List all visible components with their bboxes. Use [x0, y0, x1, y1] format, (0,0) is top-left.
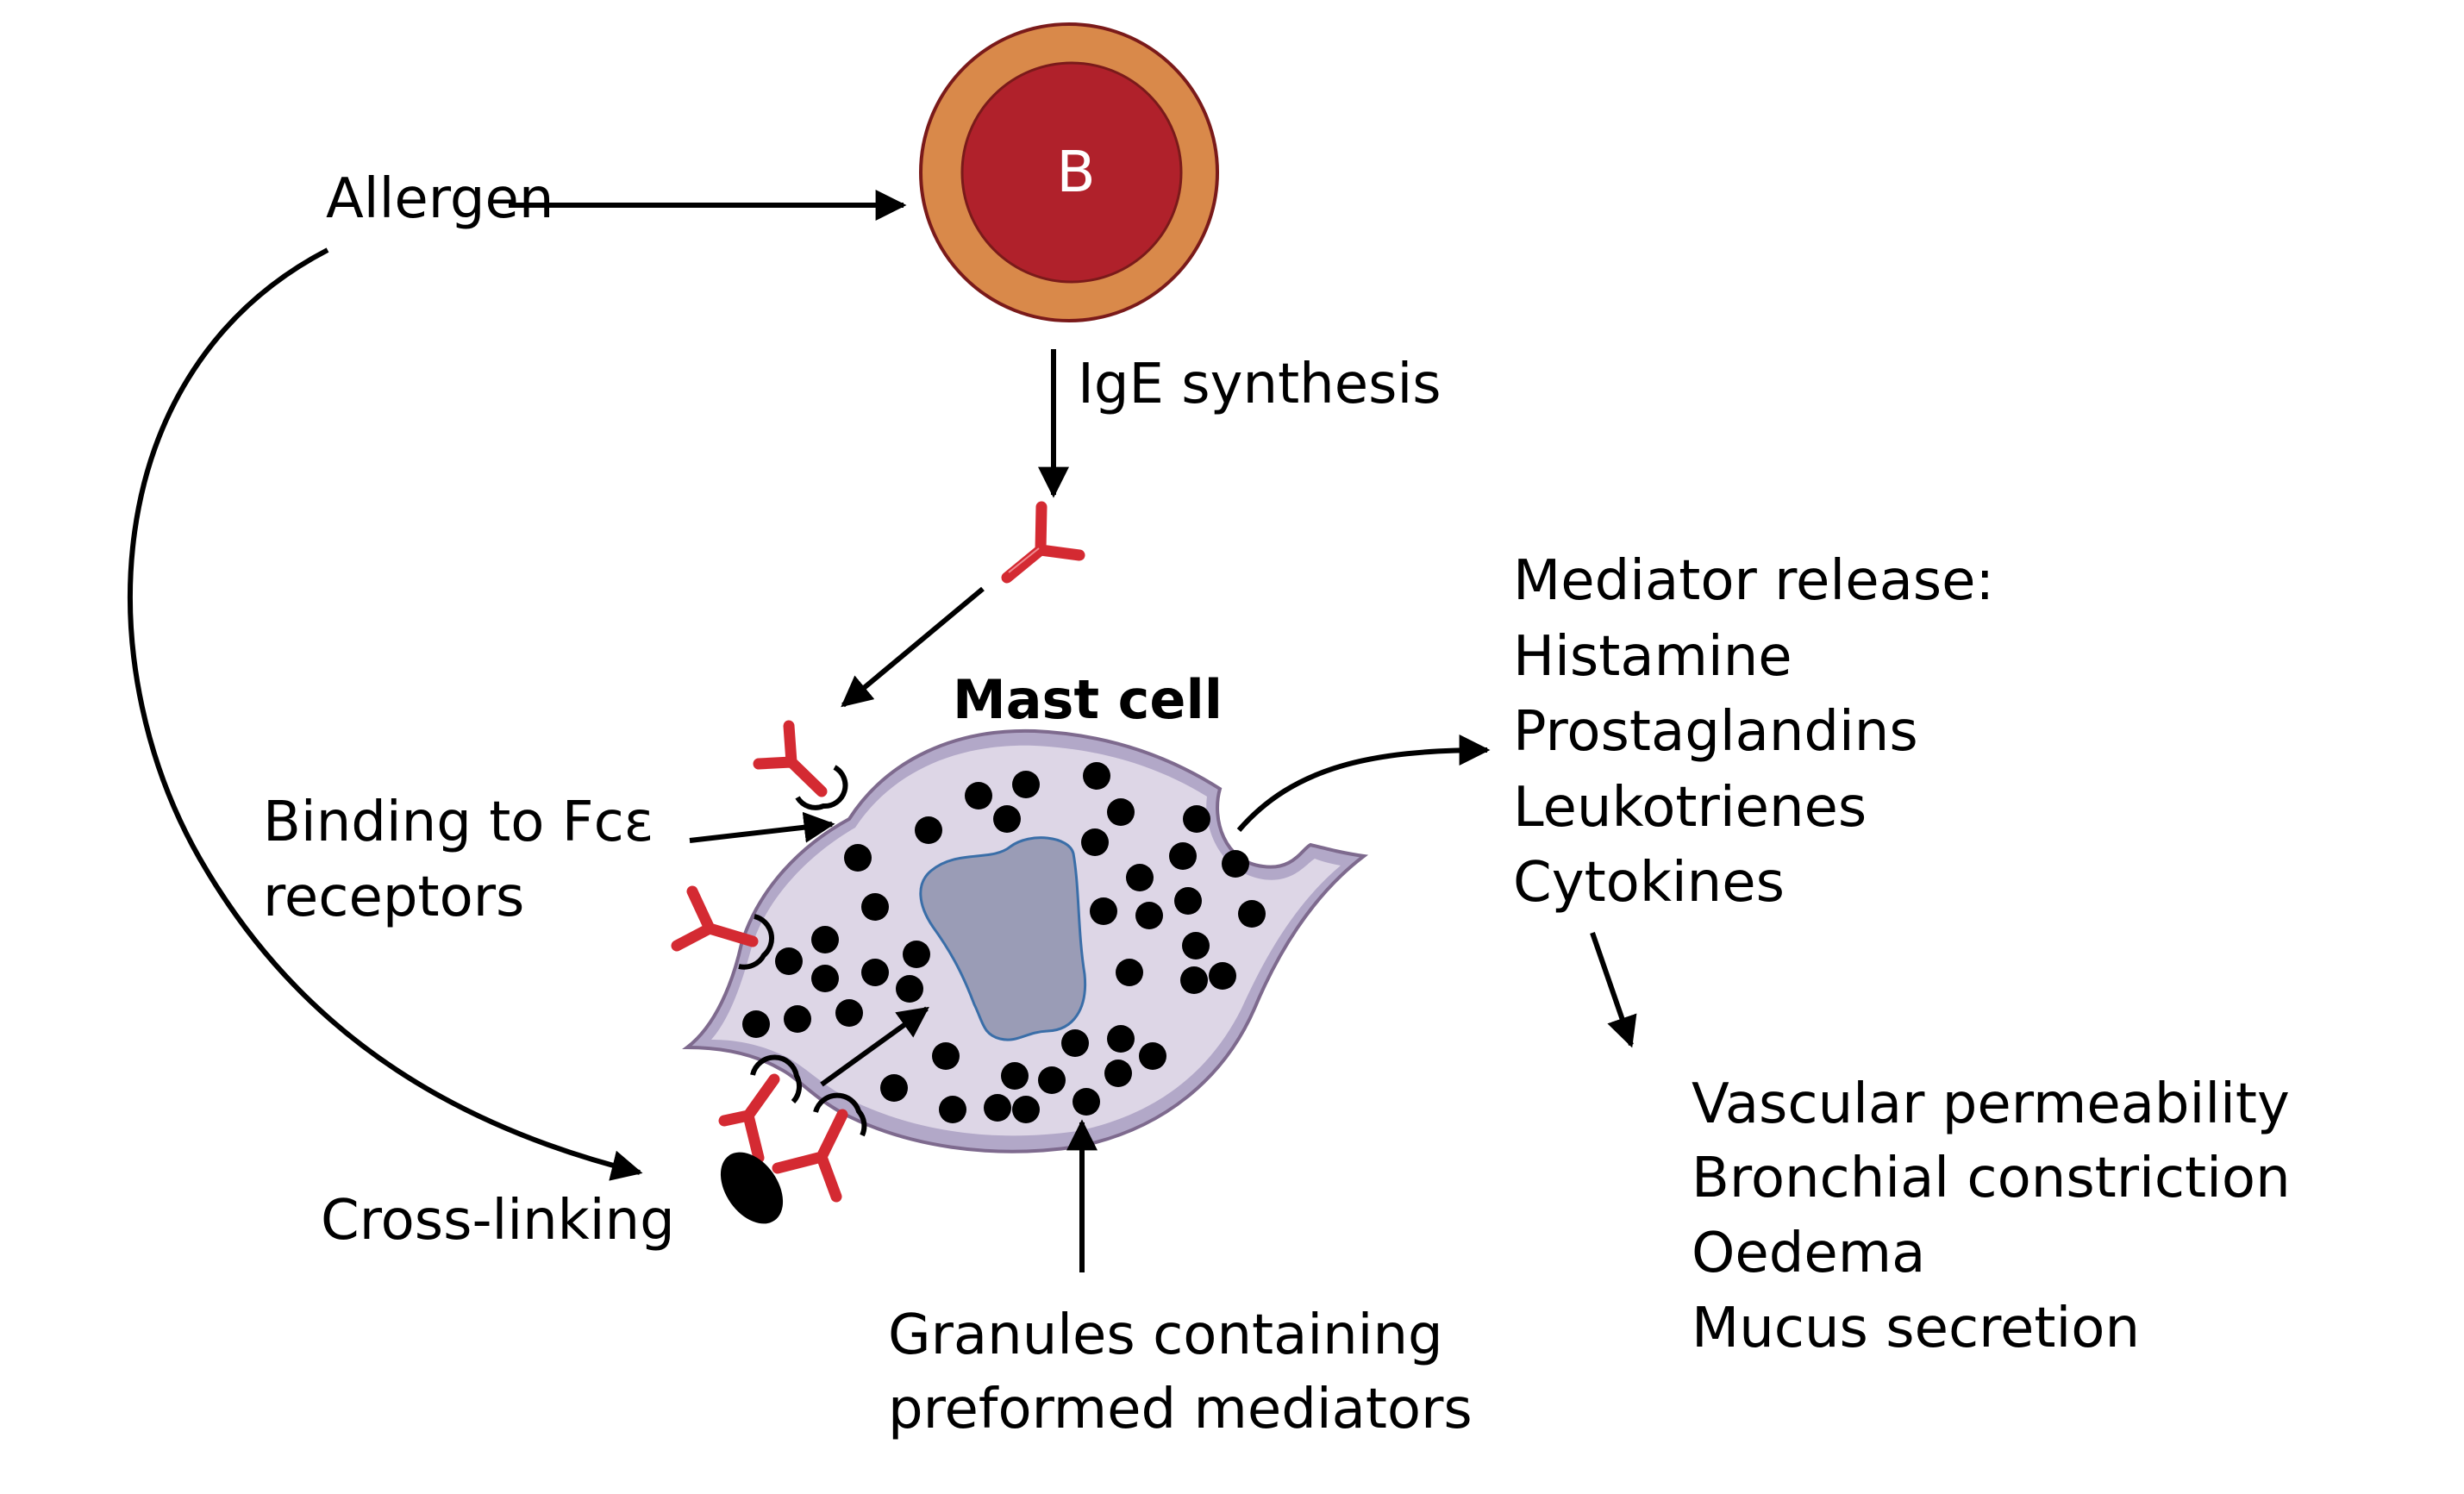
granule-icon [1126, 864, 1154, 891]
allergen-particle-icon [720, 1152, 784, 1224]
mediator-item: Cytokines [1513, 851, 1785, 915]
granule-icon [1083, 762, 1110, 790]
mediator-release-list: Mediator release: Histamine Prostaglandi… [1513, 549, 1994, 915]
effect-item: Mucus secretion [1692, 1297, 2140, 1360]
granule-icon [915, 816, 942, 844]
granule-icon [1104, 1060, 1132, 1087]
granule-icon [984, 1094, 1011, 1122]
granule-icon [861, 893, 889, 921]
granules [742, 762, 1266, 1123]
ige-antibody-icon [772, 1109, 848, 1203]
granule-icon [1182, 932, 1210, 960]
effect-item: Bronchial constriction [1692, 1147, 2291, 1210]
ige-to-mastcell-arrow [841, 586, 985, 708]
effects-list: Vascular permeability Bronchial constric… [1692, 1072, 2291, 1360]
granule-icon [1081, 828, 1109, 856]
ige-antibody-icon [718, 1073, 780, 1164]
granule-icon [1107, 1025, 1135, 1053]
granule-icon [1012, 771, 1040, 798]
mediator-item: Histamine [1513, 625, 1792, 689]
granule-icon [1174, 887, 1202, 915]
mediator-release-heading: Mediator release: [1513, 549, 1994, 613]
fc-epsilon-receptor-icon [813, 1092, 867, 1137]
granule-icon [1107, 798, 1135, 826]
mast-cell-nucleus [919, 836, 1087, 1041]
binding-label-line1: Binding to Fcε [263, 791, 654, 854]
granule-icon [1038, 1066, 1066, 1094]
granule-icon [880, 1074, 908, 1102]
granule-icon [1169, 842, 1197, 870]
granule-icon [811, 965, 839, 992]
effect-item: Vascular permeability [1692, 1072, 2290, 1136]
allergen-label: Allergen [326, 167, 553, 231]
granule-icon [1209, 962, 1236, 990]
granule-icon [896, 975, 923, 1003]
granule-icon [1090, 897, 1117, 925]
mediator-item: Prostaglandins [1513, 700, 1918, 764]
granule-icon [965, 782, 992, 810]
cross-linking-label: Cross-linking [321, 1189, 675, 1253]
granule-icon [1222, 850, 1249, 878]
granule-icon [1012, 1096, 1040, 1123]
granules-label-line2: preformed mediators [888, 1378, 1473, 1441]
granule-icon [993, 805, 1021, 833]
fc-epsilon-receptor-icon [795, 765, 848, 810]
mast-cell-label: Mast cell [953, 668, 1223, 731]
bound-ige-3 [718, 1054, 803, 1164]
ige-synthesis-label: IgE synthesis [1078, 353, 1442, 416]
granule-icon [1061, 1029, 1089, 1057]
b-cell-label: B [1056, 139, 1095, 205]
granule-icon [1001, 1062, 1029, 1090]
granule-icon [844, 844, 872, 872]
allergen-to-crosslinking-arrow [128, 247, 643, 1181]
fc-epsilon-receptor-icon [738, 914, 774, 970]
granule-icon [775, 947, 803, 975]
granules-label-line1: Granules containing [888, 1303, 1443, 1367]
mediator-item: Leukotrienes [1513, 776, 1867, 840]
granule-icon [1116, 959, 1143, 986]
granule-icon [811, 926, 839, 953]
granule-icon [932, 1042, 960, 1070]
granule-icon [1238, 900, 1266, 928]
b-cell: B [919, 22, 1219, 322]
binding-label-line2: receptors [263, 866, 524, 929]
granule-icon [1139, 1042, 1166, 1070]
mediator-release-arrow [1236, 734, 1491, 832]
granule-icon [903, 941, 930, 968]
ige-antibody-icon [753, 720, 828, 797]
free-ige-antibody-icon [1001, 501, 1085, 584]
b-cell-nucleus [960, 61, 1183, 284]
effect-item: Oedema [1692, 1222, 1925, 1285]
granule-icon [1073, 1088, 1100, 1116]
mast-cell [682, 728, 1369, 1153]
fc-epsilon-receptor-icon [750, 1054, 803, 1104]
granule-icon [1180, 966, 1208, 994]
bound-ige-2 [671, 885, 774, 970]
granule-icon [939, 1096, 966, 1123]
bound-ige-4 [772, 1092, 867, 1203]
granule-icon [861, 959, 889, 986]
binding-arrow [689, 811, 835, 843]
effects-arrow [1590, 932, 1637, 1048]
granule-icon [835, 999, 863, 1027]
granule-icon [742, 1010, 770, 1038]
ige-antibody-icon [671, 885, 759, 952]
granule-icon [1183, 805, 1210, 833]
granule-icon [1135, 902, 1163, 929]
granule-icon [784, 1005, 811, 1033]
bound-ige-1 [753, 720, 848, 810]
activation-signal-arrow [820, 1006, 929, 1087]
